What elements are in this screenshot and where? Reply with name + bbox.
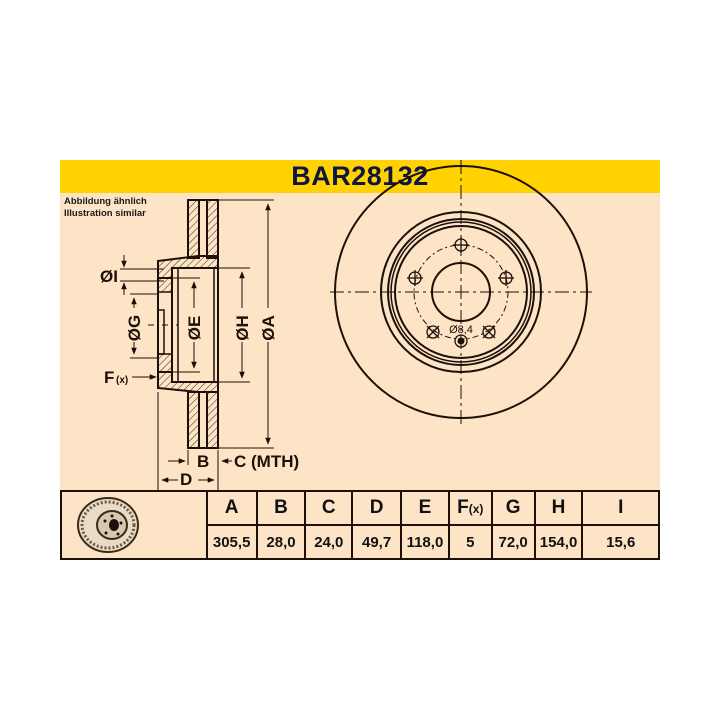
value-e: 118,0	[400, 524, 450, 560]
label-b: B	[197, 452, 209, 471]
value-g: 72,0	[490, 524, 536, 560]
col-header-c: C	[304, 490, 354, 526]
value-d: 49,7	[351, 524, 402, 560]
brake-disc-icon	[76, 496, 139, 553]
value-f: 5	[447, 524, 493, 560]
col-header-f: F(x)	[447, 490, 493, 526]
value-h: 154,0	[533, 524, 584, 560]
col-header-b: B	[255, 490, 307, 526]
col-header-h: H	[533, 490, 584, 526]
label-f: F	[104, 368, 114, 387]
col-header-e: E	[400, 490, 450, 526]
value-b: 28,0	[255, 524, 307, 560]
disc-thumbnail-cell	[60, 490, 208, 560]
note-english: Illustration similar	[64, 208, 146, 219]
note-german: Abbildung ähnlich	[64, 196, 147, 207]
spec-value-row: 305,5 28,0 24,0 49,7 118,0 5 72,0 154,0 …	[61, 524, 660, 560]
label-c: C (MTH)	[234, 452, 299, 471]
section-view	[120, 199, 274, 490]
label-dia-i: ØI	[100, 267, 118, 286]
col-header-f-label: F	[457, 497, 469, 518]
spec-table: A B C D E F(x) G H I 305,5 28,0 24,0 49,…	[60, 490, 660, 560]
title-bar: BAR28132	[60, 160, 660, 193]
spec-header-row: A B C D E F(x) G H I	[60, 490, 660, 560]
label-dia-e: ØE	[185, 316, 204, 341]
value-c: 24,0	[304, 524, 354, 560]
col-header-g: G	[490, 490, 536, 526]
label-d: D	[180, 470, 192, 489]
col-header-i: I	[581, 490, 660, 526]
hole-diameter-label: Ø8,4	[449, 324, 473, 336]
part-number-title: BAR28132	[291, 161, 429, 191]
section-labels: ØI ØG ØE ØH ØA F (x) B C (MTH) D	[100, 267, 299, 489]
front-view	[330, 160, 592, 424]
col-header-a: A	[205, 490, 258, 526]
col-header-d: D	[351, 490, 402, 526]
label-dia-a: ØA	[259, 315, 278, 341]
value-a: 305,5	[205, 524, 258, 560]
illustration-note: Abbildung ähnlich Illustration similar	[64, 196, 147, 220]
label-f-sup: (x)	[116, 375, 128, 386]
technical-drawing: ØI ØG ØE ØH ØA F (x) B C (MTH) D	[100, 160, 592, 490]
datasheet: BAR28132 Abbildung ähnlich Illustration …	[60, 160, 660, 560]
col-header-f-sup: (x)	[468, 502, 484, 516]
label-dia-g: ØG	[125, 315, 144, 341]
value-i: 15,6	[581, 524, 660, 560]
label-dia-h: ØH	[233, 315, 252, 341]
